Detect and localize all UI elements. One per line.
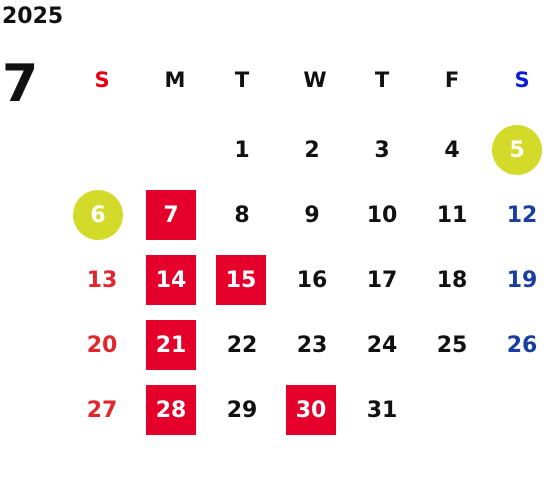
- day-cell-holiday[interactable]: 14: [146, 255, 196, 305]
- day-cell-holiday[interactable]: 28: [146, 385, 196, 435]
- day-cell[interactable]: 10: [366, 202, 398, 228]
- weekday-monday: M: [164, 68, 186, 92]
- day-cell[interactable]: 24: [366, 332, 398, 358]
- day-cell[interactable]: 23: [296, 332, 328, 358]
- day-cell-saturday[interactable]: 12: [506, 202, 538, 228]
- day-number: 6: [90, 202, 106, 228]
- weekday-saturday: S: [514, 68, 530, 92]
- day-cell[interactable]: 2: [304, 137, 320, 163]
- day-cell[interactable]: 1: [234, 137, 250, 163]
- day-cell-saturday[interactable]: 26: [506, 332, 538, 358]
- day-cell[interactable]: 11: [436, 202, 468, 228]
- weekday-sunday: S: [94, 68, 110, 92]
- weekday-friday: F: [444, 68, 460, 92]
- day-cell[interactable]: 31: [366, 397, 398, 423]
- day-cell-highlighted[interactable]: 5: [487, 125, 547, 175]
- day-cell-highlighted[interactable]: 6: [68, 190, 128, 240]
- day-number: 5: [509, 137, 525, 163]
- year-label: 2025: [2, 4, 64, 29]
- day-cell[interactable]: 9: [304, 202, 320, 228]
- day-cell[interactable]: 25: [436, 332, 468, 358]
- weekday-thursday: T: [374, 68, 390, 92]
- day-cell-sunday[interactable]: 27: [86, 397, 118, 423]
- day-cell[interactable]: 18: [436, 267, 468, 293]
- day-cell[interactable]: 8: [234, 202, 250, 228]
- day-cell-saturday[interactable]: 19: [506, 267, 538, 293]
- month-number: 7: [2, 54, 39, 114]
- day-cell[interactable]: 17: [366, 267, 398, 293]
- day-cell[interactable]: 22: [226, 332, 258, 358]
- day-cell[interactable]: 16: [296, 267, 328, 293]
- day-cell-sunday[interactable]: 20: [86, 332, 118, 358]
- day-cell[interactable]: 4: [444, 137, 460, 163]
- day-cell-holiday[interactable]: 15: [216, 255, 266, 305]
- day-cell-holiday[interactable]: 30: [286, 385, 336, 435]
- day-cell[interactable]: 29: [226, 397, 258, 423]
- day-cell-holiday[interactable]: 21: [146, 320, 196, 370]
- day-cell[interactable]: 3: [374, 137, 390, 163]
- day-cell-holiday[interactable]: 7: [146, 190, 196, 240]
- weekday-tuesday: T: [234, 68, 250, 92]
- day-cell-sunday[interactable]: 13: [86, 267, 118, 293]
- weekday-wednesday: W: [303, 68, 327, 92]
